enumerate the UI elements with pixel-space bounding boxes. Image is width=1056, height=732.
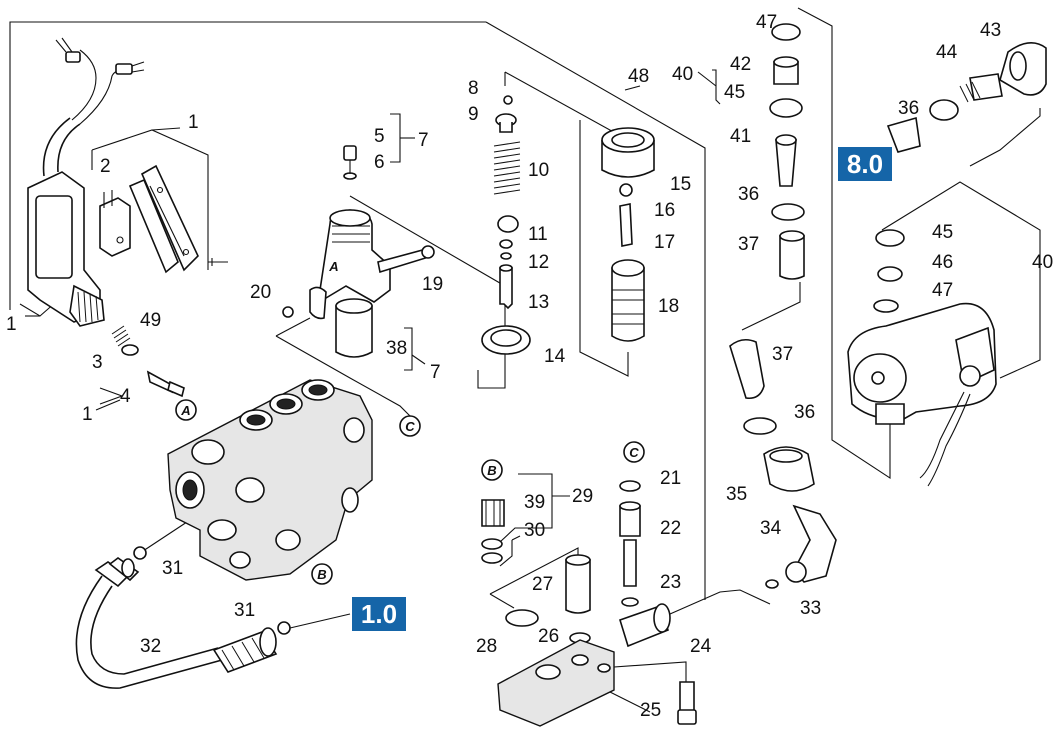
part-label: 32 xyxy=(140,636,161,657)
ref-circle xyxy=(311,563,333,585)
badge-8-0: 8.0 xyxy=(838,147,892,181)
part-label: 2 xyxy=(100,156,111,177)
parts-lower-center xyxy=(481,480,641,644)
part-label: 34 xyxy=(760,518,782,539)
part-label: 45 xyxy=(932,222,953,243)
base-block xyxy=(497,603,697,727)
part-label: 47 xyxy=(932,280,953,301)
part-label: 31 xyxy=(162,558,183,579)
ref-circle xyxy=(623,441,645,463)
part-label: 49 xyxy=(140,310,161,331)
part-label: 4 xyxy=(120,386,131,407)
valve-stack xyxy=(481,95,531,355)
part-label: 37 xyxy=(772,344,793,365)
ref-circle xyxy=(175,399,197,421)
parts-5-6 xyxy=(343,145,357,180)
part-label: 7 xyxy=(418,130,429,151)
part-label: 22 xyxy=(660,518,681,539)
part-label: 9 xyxy=(468,104,479,125)
part-label: 43 xyxy=(980,20,1001,41)
part-label: 27 xyxy=(532,574,553,595)
ref-letter: B xyxy=(317,567,326,582)
pump-motor xyxy=(847,229,997,487)
pump-head xyxy=(167,379,373,581)
part-label: 36 xyxy=(794,402,815,423)
hose-32 xyxy=(75,557,278,689)
part-label: 8 xyxy=(468,78,479,99)
circle-ref-letters: A A C B B C xyxy=(180,259,639,582)
part-label: 1 xyxy=(188,112,199,133)
part-label: 7 xyxy=(430,362,441,383)
part-2-block xyxy=(99,190,131,257)
ref-circle xyxy=(481,459,503,481)
part-label: 11 xyxy=(528,224,548,245)
part-label: 13 xyxy=(528,292,549,313)
part-label: 44 xyxy=(936,42,958,63)
part-label: 14 xyxy=(544,346,566,367)
part-label: 26 xyxy=(538,626,559,647)
badge-1-0: 1.0 xyxy=(352,597,406,631)
part-label: 16 xyxy=(654,200,675,221)
part-label: 1 xyxy=(6,314,17,335)
part-label: 41 xyxy=(730,126,751,147)
group-lines xyxy=(9,7,1041,713)
part-label: 33 xyxy=(800,598,821,619)
part-label: 36 xyxy=(738,184,759,205)
part-label: 40 xyxy=(672,64,693,85)
right-column-parts xyxy=(729,23,837,589)
part-label: 12 xyxy=(528,252,549,273)
part-label: 3 xyxy=(92,352,103,373)
part-label: 36 xyxy=(898,98,919,119)
part-label: 23 xyxy=(660,572,681,593)
ref-letter: C xyxy=(405,419,415,434)
top-right-fittings xyxy=(886,42,1047,153)
part-label: 47 xyxy=(756,12,777,33)
part-label: 24 xyxy=(690,636,712,657)
part-label: 38 xyxy=(386,338,407,359)
part-label: 30 xyxy=(524,520,545,541)
badge-label: 1.0 xyxy=(361,599,397,629)
spring-49 xyxy=(111,325,185,398)
part-label: 39 xyxy=(524,492,545,513)
ref-letter: C xyxy=(629,445,639,460)
part-label: 20 xyxy=(250,282,271,303)
part-label: 5 xyxy=(374,126,385,147)
part-label: 46 xyxy=(932,252,953,273)
cover-plate xyxy=(128,164,228,274)
part-label: 17 xyxy=(654,232,675,253)
ref-letter: B xyxy=(487,463,496,478)
part-label: 40 xyxy=(1032,252,1053,273)
part-label: 15 xyxy=(670,174,691,195)
parts-15-18 xyxy=(601,127,655,342)
ref-letter: A xyxy=(328,259,338,274)
part-number-labels: 1 1 1 2 3 4 5 6 7 7 8 9 10 11 12 13 14 1… xyxy=(6,12,1053,721)
part-label: 45 xyxy=(724,82,745,103)
part-label: 6 xyxy=(374,152,385,173)
part-label: 37 xyxy=(738,234,759,255)
part-label: 48 xyxy=(628,66,649,87)
switch-assembly xyxy=(27,37,145,327)
part-label: 10 xyxy=(528,160,549,181)
part-label: 28 xyxy=(476,636,497,657)
part-label: 18 xyxy=(658,296,679,317)
part-label: 31 xyxy=(234,600,255,621)
part-label: 1 xyxy=(82,404,93,425)
badge-label: 8.0 xyxy=(847,149,883,179)
part-label: 29 xyxy=(572,486,593,507)
o-ring-31 xyxy=(133,546,291,635)
part-label: 25 xyxy=(640,700,661,721)
valve-block xyxy=(282,209,435,358)
part-label: 21 xyxy=(660,468,681,489)
ref-letter: A xyxy=(180,403,190,418)
part-label: 35 xyxy=(726,484,747,505)
part-label: 19 xyxy=(422,274,443,295)
part-label: 42 xyxy=(730,54,751,75)
ref-circle xyxy=(399,415,421,437)
